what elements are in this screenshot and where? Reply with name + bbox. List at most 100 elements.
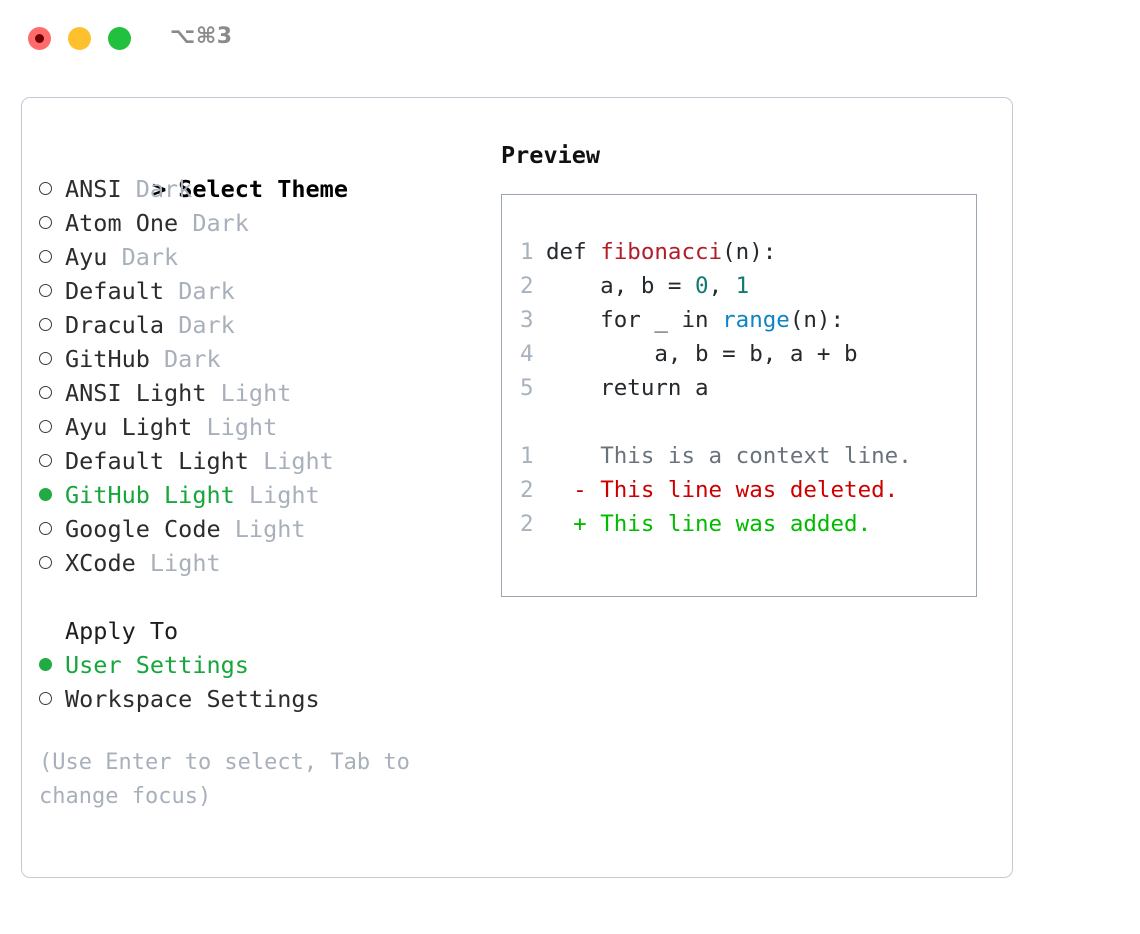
theme-list-item[interactable]: Ayu Dark (39, 240, 479, 274)
theme-name-label: Default (65, 277, 165, 305)
bullet-shape (39, 250, 52, 263)
diff-block: 1 This is a context line.2 - This line w… (520, 439, 976, 541)
theme-name-label: Dracula (65, 311, 165, 339)
diff-sign: - (546, 477, 601, 503)
theme-list-item[interactable]: Google Code Light (39, 512, 479, 546)
line-number: 3 (520, 307, 534, 333)
theme-kind-label: Dark (178, 209, 249, 237)
theme-name-label: Ayu (65, 243, 108, 271)
code-token: fibonacci (600, 239, 723, 265)
select-theme-heading-label: Select Theme (178, 175, 348, 203)
cursor-caret-icon: > (152, 175, 181, 203)
radio-unselected-icon (39, 546, 65, 580)
code-token: for _ in (546, 307, 723, 333)
line-number: 2 (520, 477, 534, 503)
bullet-shape (39, 420, 52, 433)
code-token: 0 (695, 273, 709, 299)
apply-to-option[interactable]: Workspace Settings (39, 682, 479, 716)
code-line: 3 for _ in range(n): (520, 303, 976, 337)
diff-line: 2 + This line was added. (520, 507, 976, 541)
apply-to-option[interactable]: User Settings (39, 648, 479, 682)
radio-unselected-icon (39, 240, 65, 274)
code-token: a, b = b, a + b (546, 341, 858, 367)
code-line: 4 a, b = b, a + b (520, 337, 976, 371)
line-number: 1 (520, 239, 534, 265)
close-icon (35, 34, 44, 43)
radio-unselected-icon (39, 172, 65, 206)
code-token: range (722, 307, 790, 333)
keyboard-shortcut-label: ⌥⌘3 (170, 24, 233, 49)
theme-kind-label: Dark (149, 345, 221, 373)
preview-heading: Preview (501, 141, 601, 169)
theme-list-item[interactable]: Default Dark (39, 274, 479, 308)
maximize-button[interactable] (108, 27, 131, 50)
minimize-button[interactable] (68, 27, 91, 50)
theme-list-item[interactable]: Atom One Dark (39, 206, 479, 240)
code-token: , (708, 273, 736, 299)
theme-kind-label: Light (220, 515, 306, 543)
line-number: 5 (520, 375, 534, 401)
theme-kind-label: Light (248, 447, 334, 475)
radio-unselected-icon (39, 444, 65, 478)
theme-name-label: Default Light (65, 447, 249, 475)
theme-name-label: XCode (65, 549, 136, 577)
code-token: (n): (789, 307, 845, 333)
bullet-shape (39, 352, 52, 365)
code-line: 1 def fibonacci(n): (520, 235, 976, 269)
bullet-shape (39, 284, 52, 297)
radio-unselected-icon (39, 308, 65, 342)
code-token: (n): (722, 239, 777, 265)
code-token: def (546, 239, 601, 265)
theme-list-item[interactable]: Ayu Light Light (39, 410, 479, 444)
keyboard-hint-text: (Use Enter to select, Tab to change focu… (39, 750, 410, 809)
radio-selected-icon (39, 648, 65, 682)
title-bar: ⌥⌘3 (0, 0, 1140, 76)
theme-kind-label: Light (206, 379, 292, 407)
radio-selected-icon (39, 478, 65, 512)
theme-list-item[interactable]: ANSI Light Light (39, 376, 479, 410)
diff-sign: + (546, 511, 601, 537)
radio-unselected-icon (39, 682, 65, 716)
code-diff-spacer (520, 405, 976, 439)
theme-name-label: GitHub Light (65, 481, 235, 509)
diff-text: This line was deleted. (600, 477, 899, 503)
bullet-shape (39, 386, 52, 399)
code-token: 1 (735, 273, 750, 299)
theme-kind-label: Dark (121, 175, 193, 203)
radio-unselected-icon (39, 376, 65, 410)
line-number: 1 (520, 443, 534, 469)
radio-unselected-icon (39, 342, 65, 376)
theme-name-label: GitHub (65, 345, 150, 373)
diff-line: 2 - This line was deleted. (520, 473, 976, 507)
theme-list-item[interactable]: XCode Light (39, 546, 479, 580)
bullet-shape (39, 658, 52, 671)
bullet-shape (39, 318, 52, 331)
theme-name-label: Google Code (65, 515, 221, 543)
code-line: 5 return a (520, 371, 976, 405)
radio-unselected-icon (39, 206, 65, 240)
theme-kind-label: Light (192, 413, 278, 441)
diff-line: 1 This is a context line. (520, 439, 976, 473)
theme-list-item[interactable]: Default Light Light (39, 444, 479, 478)
bullet-shape (39, 522, 52, 535)
theme-name-label: Ayu Light (65, 413, 193, 441)
radio-unselected-icon (39, 274, 65, 308)
list-spacer (39, 580, 479, 614)
theme-kind-label: Dark (164, 277, 235, 305)
code-line: 2 a, b = 0, 1 (520, 269, 976, 303)
theme-name-label: ANSI Light (65, 379, 207, 407)
theme-list-item[interactable]: GitHub Dark (39, 342, 479, 376)
diff-text: This is a context line. (600, 443, 912, 469)
radio-unselected-icon (39, 512, 65, 546)
theme-name-label: Atom One (65, 209, 179, 237)
theme-list-item[interactable]: Dracula Dark (39, 308, 479, 342)
theme-list-item[interactable]: ANSI Dark (39, 172, 479, 206)
theme-list-item[interactable]: GitHub Light Light (39, 478, 479, 512)
bullet-shape (39, 216, 52, 229)
theme-name-label: ANSI (65, 175, 122, 203)
apply-to-label: Workspace Settings (65, 685, 320, 713)
